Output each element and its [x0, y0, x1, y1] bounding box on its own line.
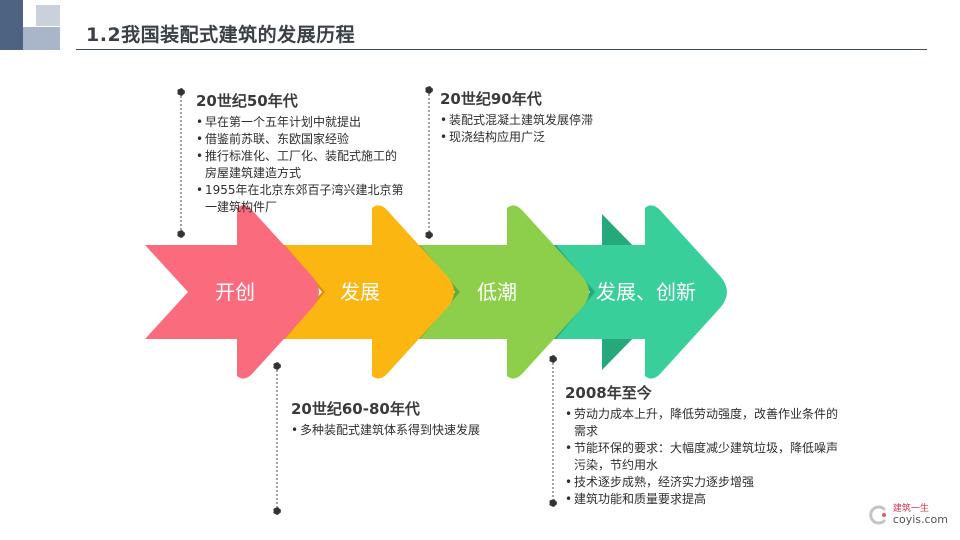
era-item: 多种装配式建筑体系得到快速发展 [291, 422, 491, 439]
era-item: 1955年在北京东郊百子湾兴建北京第一建筑构件厂 [196, 182, 408, 216]
arrow-2 [282, 205, 454, 379]
watermark-text: 建筑一生 coyis.com [893, 504, 948, 526]
era-item: 技术逐步成熟，经济实力逐步增强 [565, 474, 840, 491]
connector-dot [273, 362, 281, 370]
era-item: 建筑功能和质量要求提高 [565, 491, 840, 508]
connector-dot [425, 231, 433, 239]
era-item: 节能环保的要求：大幅度减少建筑垃圾，降低噪声污染，节约用水 [565, 440, 840, 474]
deco-square-dark [0, 0, 23, 50]
arrow-1 [145, 205, 319, 379]
deco-square-light [36, 5, 60, 26]
arrow-3-body [420, 205, 589, 379]
connector-dot [425, 86, 433, 94]
title-divider [76, 49, 927, 50]
era-item: 借鉴前苏联、东欧国家经验 [196, 131, 408, 148]
connector-dot [549, 355, 557, 363]
era-1950s: 20世纪50年代 早在第一个五年计划中就提出 借鉴前苏联、东欧国家经验 推行标准… [196, 92, 408, 216]
era-title: 20世纪90年代 [440, 90, 542, 108]
connector-dot [177, 230, 185, 238]
era-item: 早在第一个五年计划中就提出 [196, 114, 408, 131]
era-list: 多种装配式建筑体系得到快速发展 [291, 422, 491, 439]
page-title: 1.2我国装配式建筑的发展历程 [86, 24, 356, 46]
era-item: 推行标准化、工厂化、装配式施工的房屋建筑建造方式 [196, 148, 408, 182]
deco-square-light-2 [23, 27, 60, 50]
era-title: 20世纪50年代 [196, 92, 298, 110]
era-title: 20世纪60-80年代 [291, 400, 420, 418]
watermark-logo-icon [869, 505, 886, 525]
era-list: 早在第一个五年计划中就提出 借鉴前苏联、东欧国家经验 推行标准化、工厂化、装配式… [196, 114, 408, 216]
watermark-line2: coyis.com [892, 513, 948, 526]
connector-dot [549, 499, 557, 507]
connector-dot [273, 507, 281, 515]
arrow-1-label: 开创 [215, 280, 255, 304]
connector-dot [177, 88, 185, 96]
era-1990s: 20世纪90年代 装配式混凝土建筑发展停滞 现浇结构应用广泛 [440, 90, 660, 146]
era-2008-present: 2008年至今 劳动力成本上升，降低劳动强度，改善作业条件的需求 节能环保的要求… [565, 384, 840, 508]
arrow-4-label: 发展、创新 [596, 280, 696, 304]
arrow-3 [415, 205, 589, 379]
era-list: 劳动力成本上升，降低劳动强度，改善作业条件的需求 节能环保的要求：大幅度减少建筑… [565, 406, 840, 508]
era-item: 装配式混凝土建筑发展停滞 [440, 112, 660, 129]
era-1960s-80s: 20世纪60-80年代 多种装配式建筑体系得到快速发展 [291, 400, 491, 439]
era-item: 现浇结构应用广泛 [440, 129, 660, 146]
arrow-4-body [556, 205, 727, 379]
connectors [177, 86, 557, 515]
watermark: 建筑一生 coyis.com [867, 504, 948, 526]
arrow-1-body [145, 205, 319, 379]
watermark-line1: 建筑一生 [892, 504, 929, 514]
arrow-2-label: 发展 [340, 280, 380, 304]
era-item: 劳动力成本上升，降低劳动强度，改善作业条件的需求 [565, 406, 840, 440]
arrow-2-body [285, 205, 454, 379]
era-title: 2008年至今 [565, 384, 652, 402]
arrow-4 [548, 205, 727, 379]
arrow-3-label: 低潮 [477, 280, 517, 304]
era-list: 装配式混凝土建筑发展停滞 现浇结构应用广泛 [440, 112, 660, 146]
